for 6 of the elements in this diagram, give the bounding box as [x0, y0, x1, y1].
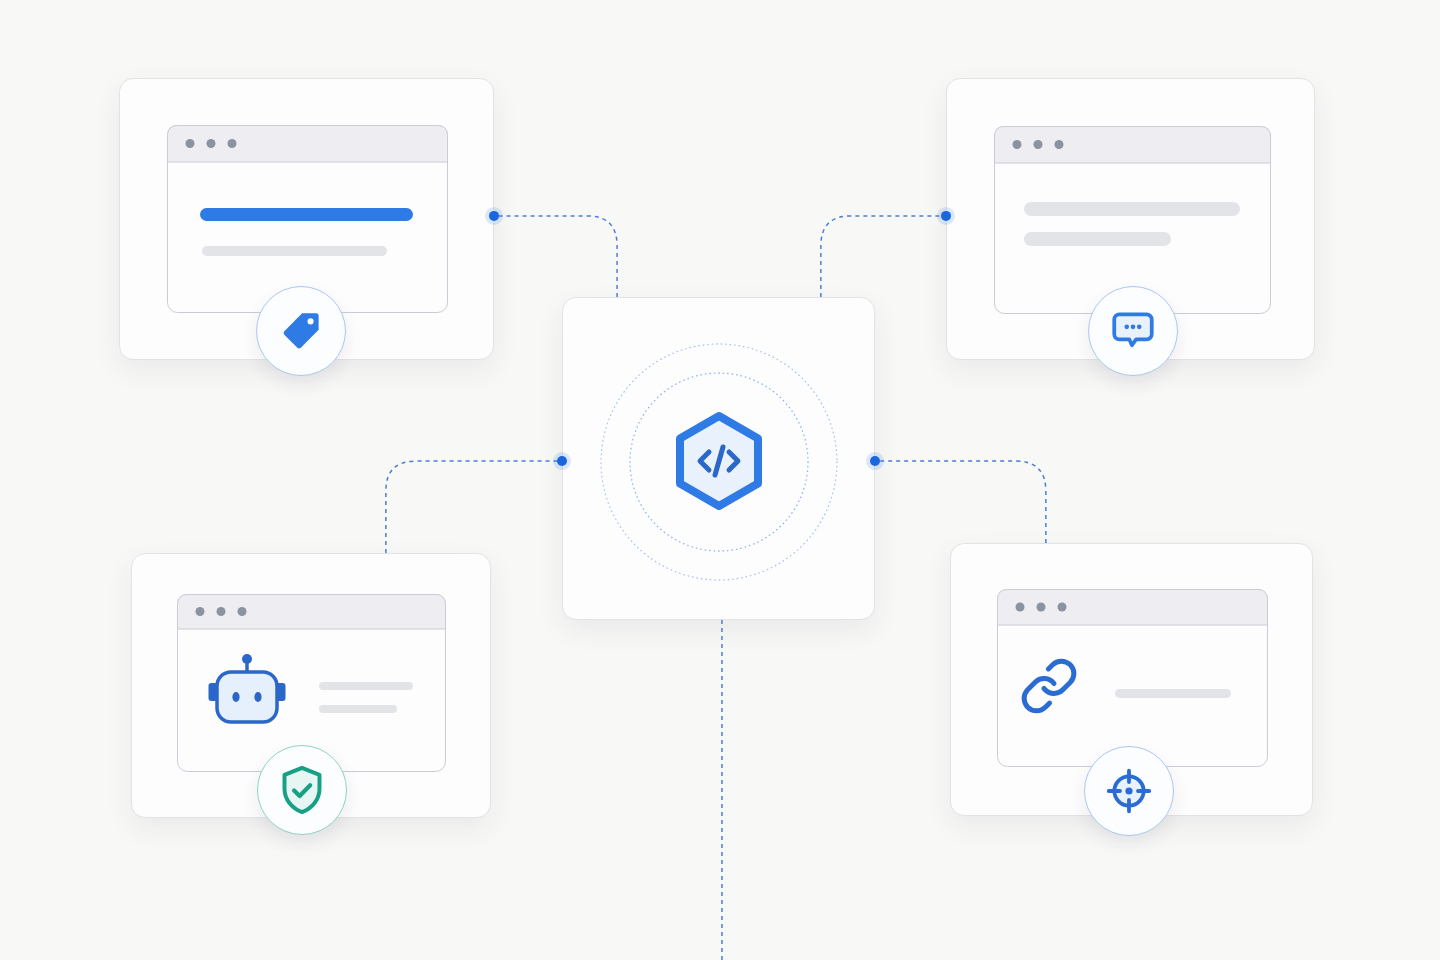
hub-card: [562, 297, 875, 620]
dashed-connector: [385, 452, 571, 554]
dashed-connector: [485, 206, 618, 298]
dashed-connector: [866, 452, 1047, 544]
dashed-connector: [820, 206, 955, 298]
dashed-connector: [721, 619, 723, 960]
